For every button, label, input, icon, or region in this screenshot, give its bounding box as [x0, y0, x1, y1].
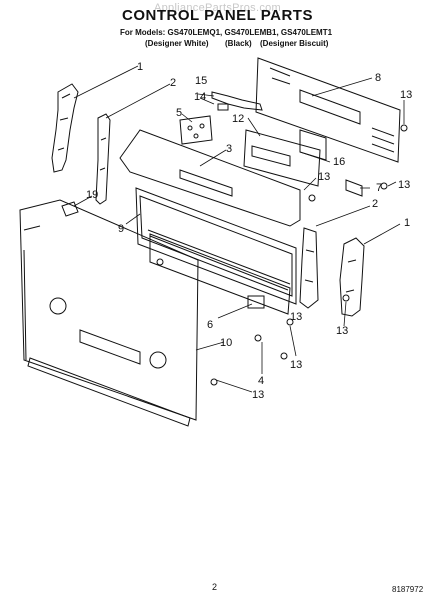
callout-13-endcap: 13: [336, 325, 348, 337]
part-backguard-frame: [135, 187, 297, 305]
part-control-console: [119, 129, 301, 227]
variant-designer-biscuit: (Designer Biscuit): [260, 39, 329, 48]
variant-designer-white: (Designer White): [145, 39, 209, 48]
callout-1-right: 1: [404, 217, 410, 229]
callout-13-plate: 13: [290, 311, 302, 323]
callout-10: 10: [220, 337, 232, 349]
part-bracket-small-right: [345, 179, 363, 197]
watermark-text: AppliancePartsPros.com: [153, 2, 282, 14]
callout-1-left: 1: [137, 61, 143, 73]
page-number: 2: [212, 582, 218, 592]
document-number: 8187972: [392, 585, 424, 594]
callout-19: 19: [86, 189, 98, 201]
callout-6: 6: [207, 319, 213, 331]
callout-2-left: 2: [170, 77, 176, 89]
part-clip: [61, 201, 79, 217]
callout-3: 3: [226, 143, 232, 155]
callout-13-bottom: 13: [252, 389, 264, 401]
callout-13-right: 13: [398, 179, 410, 191]
part-connector: [217, 103, 229, 111]
callout-12: 12: [232, 113, 244, 125]
part-end-cap-right: [339, 237, 365, 317]
callout-13-board: 13: [318, 171, 330, 183]
callout-13-lower: 13: [290, 359, 302, 371]
callout-15: 15: [195, 75, 207, 87]
part-wire-harness: [211, 91, 263, 111]
page-title: CONTROL PANEL PARTS: [122, 7, 313, 24]
callout-4: 4: [258, 375, 264, 387]
screw-group: [210, 124, 408, 386]
part-end-cap-left: [51, 83, 79, 173]
callout-8: 8: [375, 72, 381, 84]
part-rear-panel: [255, 57, 401, 163]
callout-14: 14: [194, 91, 206, 103]
callout-13-top: 13: [400, 89, 412, 101]
part-control-board: [243, 129, 327, 187]
variant-black: (Black): [225, 39, 252, 48]
leader-lines: [73, 65, 405, 393]
part-bracket-left: [95, 113, 111, 205]
part-back-panel: [19, 199, 199, 427]
callout-16: 16: [333, 156, 345, 168]
part-backguard-plate: [149, 233, 291, 315]
callout-5: 5: [176, 107, 182, 119]
part-bracket-small: [179, 115, 213, 145]
callout-2-right: 2: [372, 198, 378, 210]
callout-7: 7: [376, 182, 382, 194]
model-list: For Models: GS470LEMQ1, GS470LEMB1, GS47…: [120, 28, 333, 37]
part-bracket-right: [299, 227, 319, 309]
callout-9: 9: [118, 223, 124, 235]
